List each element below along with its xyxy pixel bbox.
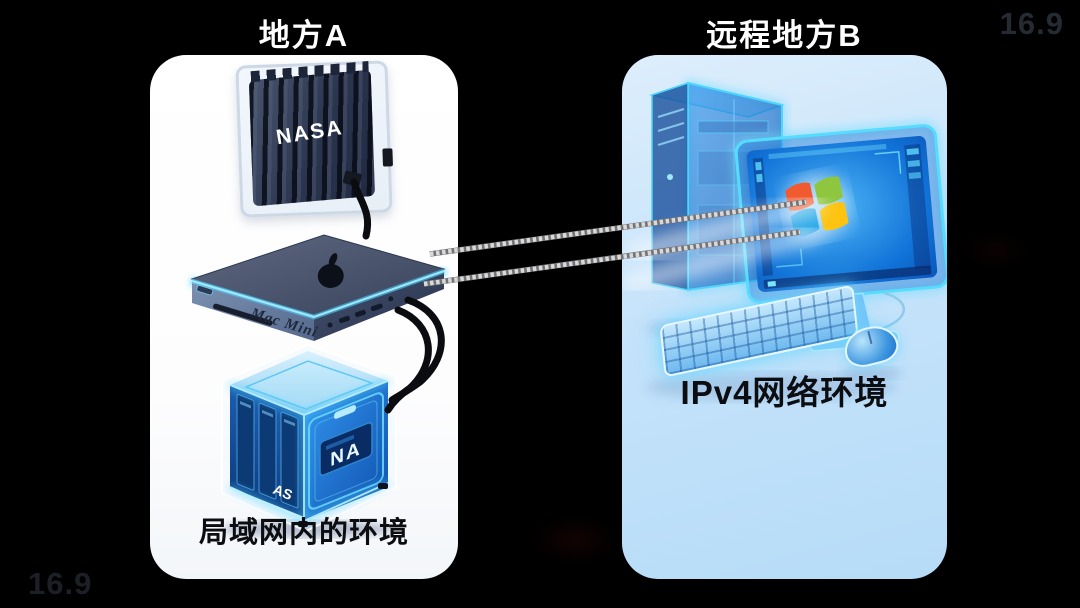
- power-button: [667, 174, 673, 180]
- right-panel: [622, 55, 947, 579]
- background-artifact: [960, 230, 1030, 270]
- cube-front-face: NA: [304, 381, 388, 521]
- cube-foot: [298, 521, 308, 527]
- nas-cube: NA AS: [221, 343, 397, 537]
- sd-slot: [196, 285, 214, 296]
- apple-logo-icon: [317, 253, 344, 288]
- watermark-top-right: 16.9: [999, 6, 1064, 41]
- right-panel-title: 远程地方B: [706, 18, 863, 53]
- disc-slot: [213, 303, 273, 326]
- nas-cube-corner-label: AS: [271, 481, 295, 503]
- left-panel-title: 地方A: [258, 18, 350, 53]
- ipv4-caption: IPv4网络环境: [680, 374, 889, 411]
- left-panel: NASA: [150, 55, 458, 579]
- background-artifact: [530, 515, 620, 565]
- taskbar: [763, 265, 932, 289]
- cube-left-face: [230, 385, 304, 517]
- cube-foot: [378, 483, 388, 489]
- power-connector: [382, 148, 393, 167]
- nas-enclosure: NASA: [235, 60, 393, 218]
- top-circuit: [243, 360, 375, 410]
- mac-mini-front-face: [192, 279, 314, 341]
- lan-caption: 局域网内的环境: [198, 517, 409, 549]
- watermark-bottom-left: 16.9: [28, 566, 93, 601]
- mac-mini: Mac Mini: [188, 234, 448, 341]
